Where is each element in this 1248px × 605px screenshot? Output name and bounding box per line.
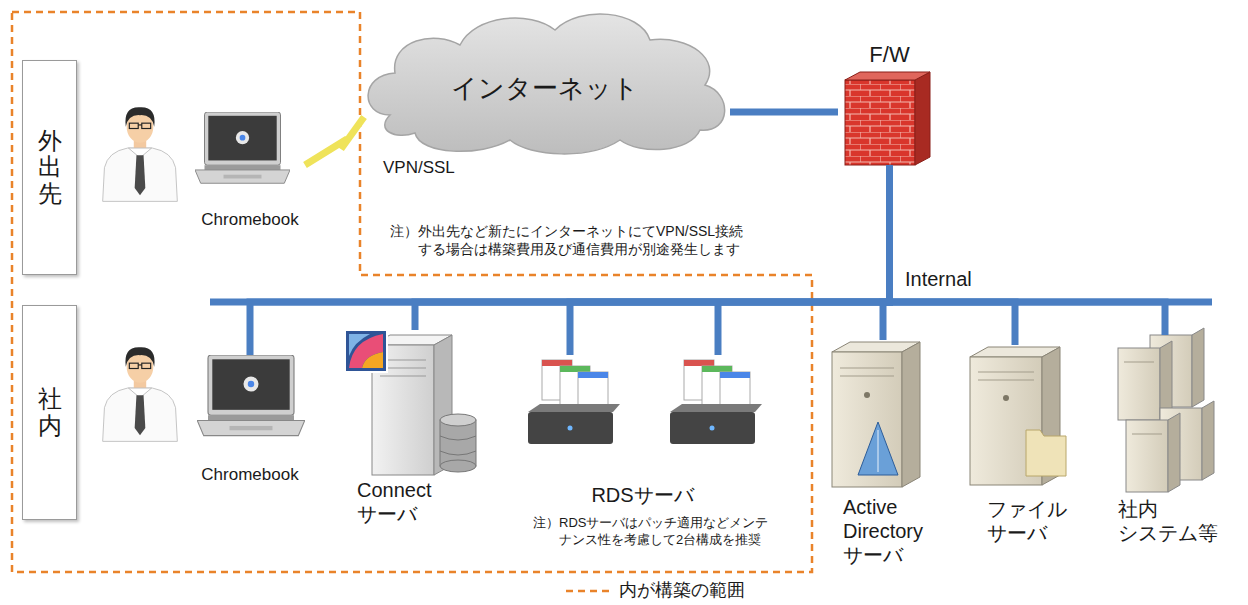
connect-server-icon-part — [345, 330, 387, 372]
system-server-icon — [1118, 328, 1214, 492]
firewall-node: F/W — [838, 42, 941, 165]
firewall-icon — [845, 72, 930, 165]
firewall-icon-part — [845, 80, 915, 165]
note-text: 注）RDSサーバはパッチ適用などメンテナンス性を考慮して2台構成を推奨 — [533, 515, 774, 549]
internet-cloud: インターネット — [360, 5, 730, 155]
ad-server-icon-part — [858, 422, 898, 475]
node-label: F/W — [838, 42, 941, 68]
device-node: Active Directory サーバ — [825, 340, 935, 567]
vpn-link — [305, 117, 364, 165]
file-server-icon-part — [1003, 395, 1009, 401]
file-server-icon-part — [978, 380, 1034, 381]
rds-server-icon-part — [684, 360, 714, 366]
bus-drop — [715, 302, 722, 355]
device-node: Chromebook — [195, 110, 305, 230]
connection-label: VPN/SSL — [380, 158, 458, 178]
location-label: 社内 — [38, 386, 62, 439]
connect-server-icon-part — [440, 414, 476, 426]
rds-server-icon-part — [560, 366, 590, 372]
firewall-icon-part — [845, 72, 930, 80]
node-label: Chromebook — [201, 465, 298, 485]
node-label: Connect サーバ — [357, 478, 432, 526]
network-link — [890, 165, 1016, 345]
legend-text: 内が構築の範囲 — [619, 580, 745, 602]
legend-dash — [566, 590, 610, 593]
file-server-icon-part — [978, 372, 1034, 373]
node-label: RDSサーバ — [591, 483, 693, 507]
connect-server-icon-part — [349, 334, 383, 368]
person-icon — [103, 347, 178, 441]
rds-server-icon-part — [702, 366, 732, 372]
file-server-icon-part — [1026, 430, 1066, 476]
device-node: 社内 システム等 — [1110, 335, 1225, 545]
ad-server-icon-part — [864, 392, 870, 398]
device-node: Connect サーバ — [345, 330, 475, 526]
scope-region — [12, 12, 812, 572]
network-link — [570, 165, 890, 355]
system-server-icon-part — [1118, 348, 1160, 420]
system-server-icon-part — [1132, 434, 1162, 435]
connect-server-icon — [345, 330, 476, 475]
rds-server-icon-part — [710, 426, 715, 431]
ad-server-icon-part — [840, 368, 894, 369]
system-server-icon-part — [1168, 413, 1180, 492]
location-box: 社内 — [22, 305, 77, 520]
file-server-icon — [970, 347, 1066, 485]
rds-server-icon-part — [528, 404, 620, 412]
network-label: Internal — [905, 266, 972, 292]
note-text: 注）外出先など新たにインターネットにてVPN/SSL接続 する場合は構築費用及び… — [390, 222, 748, 258]
cloud-outline — [368, 14, 725, 154]
connect-server-icon-part — [380, 376, 426, 377]
network-link — [890, 165, 1166, 335]
rds-server-icon-part — [542, 360, 572, 366]
system-server-icon-part — [1202, 401, 1214, 480]
rds-server-icon — [528, 360, 620, 444]
rds-server-icon-part — [578, 372, 608, 378]
system-server-icon-part — [1192, 328, 1204, 407]
rds-server-icon-part — [670, 404, 762, 412]
ad-server-icon-part — [832, 352, 902, 487]
device-node: Chromebook — [195, 355, 305, 485]
rds-server-icon-part — [670, 412, 755, 444]
node-label: Active Directory サーバ — [843, 495, 923, 567]
person-icon — [103, 107, 178, 201]
connect-server-icon-part — [440, 420, 476, 466]
connect-server-icon-part — [362, 352, 383, 368]
node-label: Chromebook — [201, 210, 298, 230]
ad-server-icon-part — [840, 376, 894, 377]
rds-server-icon-part — [528, 412, 613, 444]
node-label: 社内 システム等 — [1118, 497, 1218, 545]
laptop-icon — [197, 355, 305, 436]
network-link — [730, 109, 838, 116]
legend-entry: 内が構築の範囲 — [565, 580, 745, 602]
node-label: ファイル サーバ — [987, 497, 1067, 545]
location-box: 外出先 — [22, 60, 77, 275]
legend: 内が構築の範囲 — [565, 580, 745, 602]
node-label: インターネット — [451, 73, 639, 104]
legend-sample — [565, 586, 611, 596]
system-server-icon-part — [1126, 420, 1168, 492]
connect-server-icon-part — [440, 436, 476, 455]
system-server-icon-part — [1124, 362, 1154, 363]
rds-server-icon-part — [568, 426, 573, 431]
ad-server-icon-part — [902, 342, 920, 487]
device-node: ファイル サーバ — [965, 345, 1075, 545]
rds-server-icon-part — [720, 372, 750, 378]
ad-server-icon-part — [878, 430, 879, 472]
rds-server-icon — [670, 360, 762, 444]
connect-server-icon-part — [440, 460, 476, 472]
location-label: 外出先 — [38, 128, 62, 207]
device-node: RDSサーバ — [520, 355, 765, 507]
connect-server-icon-part — [349, 334, 370, 356]
network-link — [250, 165, 890, 355]
ad-server-icon — [832, 342, 920, 487]
firewall-icon-part — [915, 72, 930, 165]
laptop-icon — [195, 112, 290, 183]
